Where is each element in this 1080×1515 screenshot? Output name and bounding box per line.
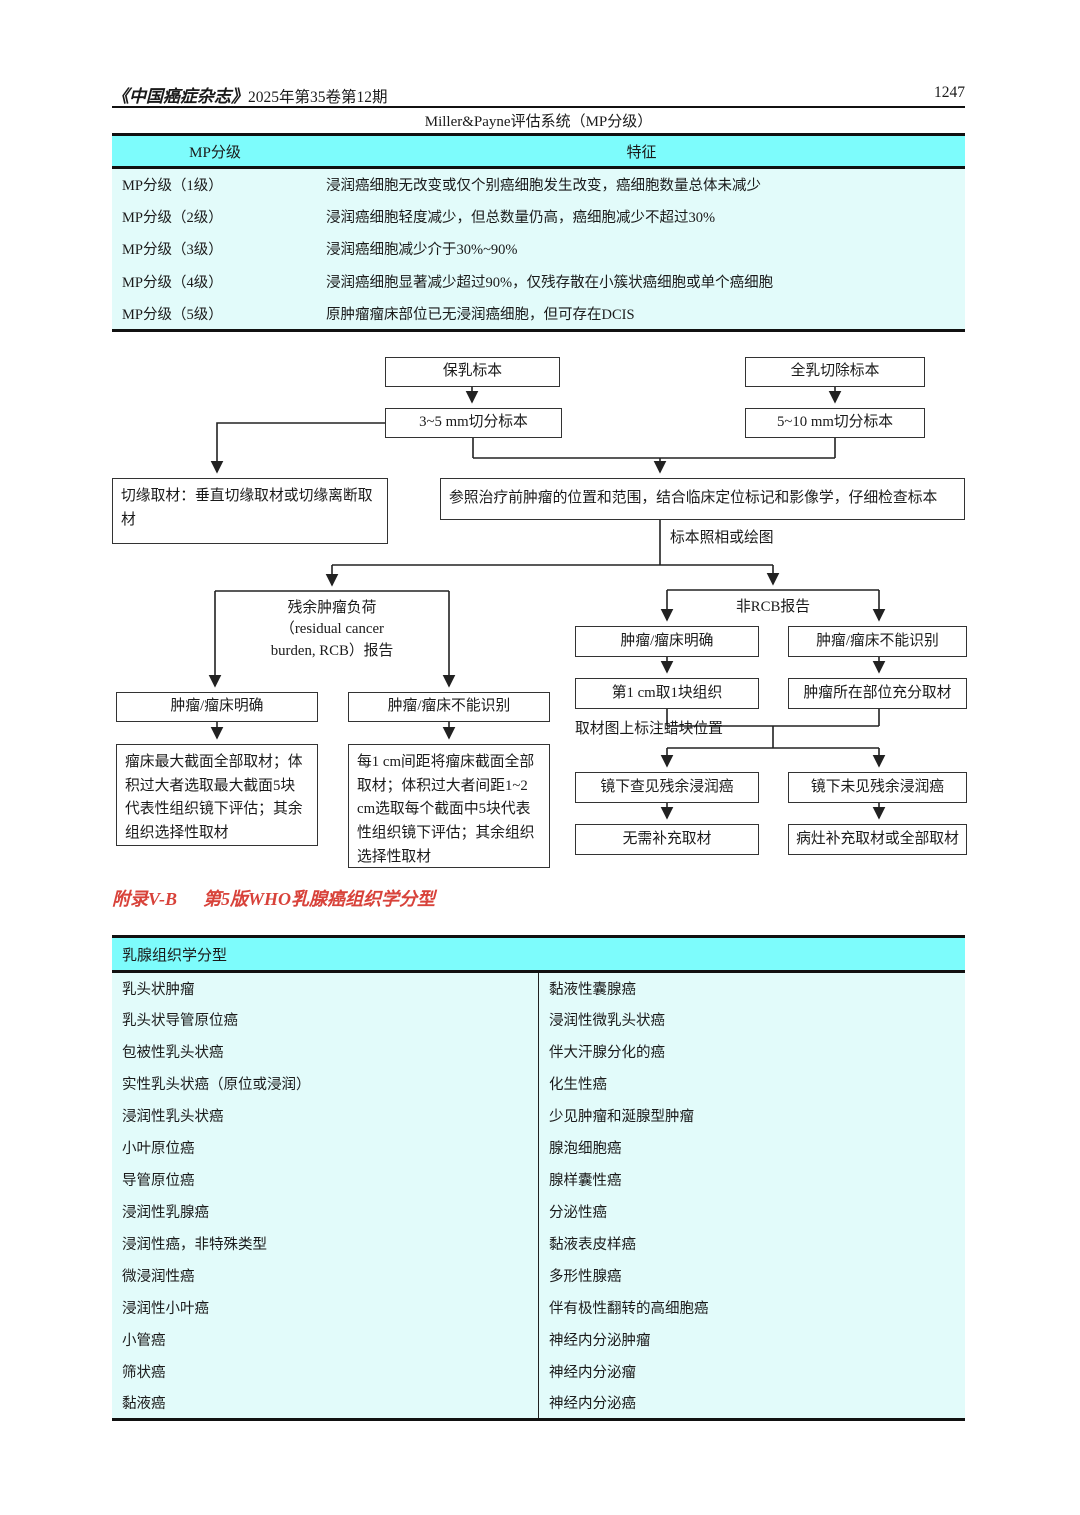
who-left-cell: 浸润性癌，非特殊类型 [112,1227,539,1260]
mp-grade-cell: MP分级（3级） [112,232,318,265]
node-sample-tumor-site: 肿瘤所在部位充分取材 [788,678,967,709]
node-mastectomy-specimen: 全乳切除标本 [745,357,925,387]
node-3-5mm-sectioned-specimen: 3~5 mm切分标本 [385,408,562,438]
mp-col-header-grade: MP分级 [112,133,318,169]
mp-grade-cell: MP分级（2级） [112,200,318,233]
mp-grade-cell: MP分级（5级） [112,297,318,332]
who-right-cell: 伴大汗腺分化的癌 [538,1035,965,1068]
who-table-body: 乳头状肿瘤黏液性囊腺癌乳头状导管原位癌浸润性微乳头状癌包被性乳头状癌伴大汗腺分化… [112,971,965,1421]
who-left-cell: 小管癌 [112,1323,539,1356]
mp-table-row: MP分级（1级）浸润癌细胞无改变或仅个别癌细胞发生改变，癌细胞数量总体未减少 [112,167,965,200]
who-right-cell: 黏液表皮样癌 [538,1227,965,1260]
mp-table-row: MP分级（4级）浸润癌细胞显著减少超过90%，仅残存散在小簇状癌细胞或单个癌细胞 [112,265,965,298]
mp-feature-cell: 浸润癌细胞轻度减少，但总数量仍高，癌细胞减少不超过30% [318,200,965,233]
who-right-cell: 腺泡细胞癌 [538,1131,965,1164]
who-table-row: 微浸润性癌多形性腺癌 [112,1259,965,1292]
who-left-cell: 包被性乳头状癌 [112,1035,539,1068]
node-inspect-specimen: 参照治疗前肿瘤的位置和范围，结合临床定位标记和影像学，仔细检查标本 [440,478,965,520]
node-no-additional-sampling: 无需补充取材 [575,824,759,855]
appendix-heading: 附录V-B 第5版WHO乳腺癌组织学分型 [112,885,435,911]
mp-table-row: MP分级（5级）原肿瘤瘤床部位已无浸润癌细胞，但可存在DCIS [112,297,965,332]
who-table-row: 乳头状肿瘤黏液性囊腺癌 [112,971,965,1004]
who-left-cell: 乳头状肿瘤 [112,971,539,1004]
mp-table-head: MP分级 特征 [112,133,965,169]
who-table-row: 浸润性乳头状癌少见肿瘤和涎腺型肿瘤 [112,1099,965,1132]
appendix-label: 附录V-B [112,889,178,909]
node-additional-or-full-sampling: 病灶补充取材或全部取材 [788,824,967,855]
who-table-row: 包被性乳头状癌伴大汗腺分化的癌 [112,1035,965,1068]
who-right-cell: 神经内分泌癌 [538,1387,965,1421]
who-right-cell: 少见肿瘤和涎腺型肿瘤 [538,1099,965,1132]
who-right-cell: 化生性癌 [538,1067,965,1100]
node-residual-carcinoma-not-found: 镜下未见残余浸润癌 [788,772,967,803]
node-nonrcb-tumor-bed-clear: 肿瘤/瘤床明确 [575,626,759,657]
node-one-block-per-cm: 第1 cm取1块组织 [575,678,759,709]
mp-table-title: Miller&Payne评估系统（MP分级） [424,114,653,130]
who-left-cell: 小叶原位癌 [112,1131,539,1164]
who-table-row: 浸润性小叶癌伴有极性翻转的高细胞癌 [112,1291,965,1324]
node-rcb-tumor-bed-clear: 肿瘤/瘤床明确 [116,692,318,722]
mp-grade-cell: MP分级（4级） [112,265,318,298]
who-left-cell: 黏液癌 [112,1387,539,1421]
who-left-cell: 浸润性乳头状癌 [112,1099,539,1132]
who-right-cell: 伴有极性翻转的高细胞癌 [538,1291,965,1324]
issue-info: 2025年第35卷第12期 [248,89,388,106]
who-table-head: 乳腺组织学分型 [112,935,965,973]
mp-feature-cell: 浸润癌细胞无改变或仅个别癌细胞发生改变，癌细胞数量总体未减少 [318,167,965,200]
who-table-row: 小叶原位癌腺泡细胞癌 [112,1131,965,1164]
node-breast-conserving-specimen: 保乳标本 [385,357,560,387]
who-left-cell: 浸润性乳腺癌 [112,1195,539,1228]
mp-grade-cell: MP分级（1级） [112,167,318,200]
who-table-row: 导管原位癌腺样囊性癌 [112,1163,965,1196]
who-left-cell: 微浸润性癌 [112,1259,539,1292]
who-left-cell: 导管原位癌 [112,1163,539,1196]
label-mark-wax-blocks: 取材图上标注蜡块位置 [575,721,723,737]
who-left-cell: 筛状癌 [112,1355,539,1388]
page-header: 《中国癌症杂志》2025年第35卷第12期 1247 [112,82,965,106]
who-table-row: 筛状癌神经内分泌瘤 [112,1355,965,1388]
who-table-row: 浸润性癌，非特殊类型黏液表皮样癌 [112,1227,965,1260]
node-rcb-tumor-bed-unclear: 肿瘤/瘤床不能识别 [348,692,550,722]
who-table-row: 浸润性乳腺癌分泌性癌 [112,1195,965,1228]
who-right-cell: 多形性腺癌 [538,1259,965,1292]
mp-feature-cell: 浸润癌细胞显著减少超过90%，仅残存散在小簇状癌细胞或单个癌细胞 [318,265,965,298]
node-nonrcb-tumor-bed-unclear: 肿瘤/瘤床不能识别 [788,626,967,657]
flowchart-connectors [208,387,886,820]
who-table-row: 小管癌神经内分泌肿瘤 [112,1323,965,1356]
mp-col-header-feature: 特征 [318,133,965,169]
mp-feature-cell: 浸润癌细胞减少介于30%~90% [318,232,965,265]
label-non-rcb-report: 非RCB报告 [736,599,810,615]
who-table-title: 乳腺组织学分型 [112,935,965,973]
node-rcb-unclear-detail: 每1 cm间距将瘤床截面全部取材；体积过大者间距1~2 cm选取每个截面中5块代… [348,744,550,868]
node-5-10mm-sectioned-specimen: 5~10 mm切分标本 [745,408,925,438]
mp-feature-cell: 原肿瘤瘤床部位已无浸润癌细胞，但可存在DCIS [318,297,965,332]
who-table-row: 黏液癌神经内分泌癌 [112,1387,965,1421]
who-right-cell: 神经内分泌瘤 [538,1355,965,1388]
page-number: 1247 [934,84,965,101]
who-table-row: 乳头状导管原位癌浸润性微乳头状癌 [112,1003,965,1036]
header-rule [112,106,965,108]
who-left-cell: 乳头状导管原位癌 [112,1003,539,1036]
who-left-cell: 浸润性小叶癌 [112,1291,539,1324]
journal-name: 《中国癌症杂志》 [112,87,248,106]
who-right-cell: 神经内分泌肿瘤 [538,1323,965,1356]
who-left-cell: 实性乳头状癌（原位或浸润） [112,1067,539,1100]
label-specimen-photo: 标本照相或绘图 [670,530,774,546]
appendix-title: 第5版WHO乳腺癌组织学分型 [203,889,436,909]
node-residual-carcinoma-found: 镜下查见残余浸润癌 [575,772,759,803]
mp-grading-table: MP分级 特征 MP分级（1级）浸润癌细胞无改变或仅个别癌细胞发生改变，癌细胞数… [112,133,965,332]
who-right-cell: 腺样囊性癌 [538,1163,965,1196]
node-margin-sampling: 切缘取材：垂直切缘取材或切缘离断取材 [112,478,388,544]
mp-table-row: MP分级（3级）浸润癌细胞减少介于30%~90% [112,232,965,265]
node-rcb-clear-detail: 瘤床最大截面全部取材；体积过大者选取最大截面5块代表性组织镜下评估；其余组织选择… [116,744,318,846]
specimen-processing-flowchart: 保乳标本 全乳切除标本 3~5 mm切分标本 5~10 mm切分标本 切缘取材：… [0,350,1080,880]
mp-table-row: MP分级（2级）浸润癌细胞轻度减少，但总数量仍高，癌细胞减少不超过30% [112,200,965,233]
who-right-cell: 浸润性微乳头状癌 [538,1003,965,1036]
who-right-cell: 黏液性囊腺癌 [538,971,965,1004]
label-rcb-report: 残余肿瘤负荷 （residual cancer burden, RCB）报告 [270,600,394,659]
who-classification-table: 乳腺组织学分型 乳头状肿瘤黏液性囊腺癌乳头状导管原位癌浸润性微乳头状癌包被性乳头… [112,935,965,1421]
who-right-cell: 分泌性癌 [538,1195,965,1228]
who-table-row: 实性乳头状癌（原位或浸润）化生性癌 [112,1067,965,1100]
